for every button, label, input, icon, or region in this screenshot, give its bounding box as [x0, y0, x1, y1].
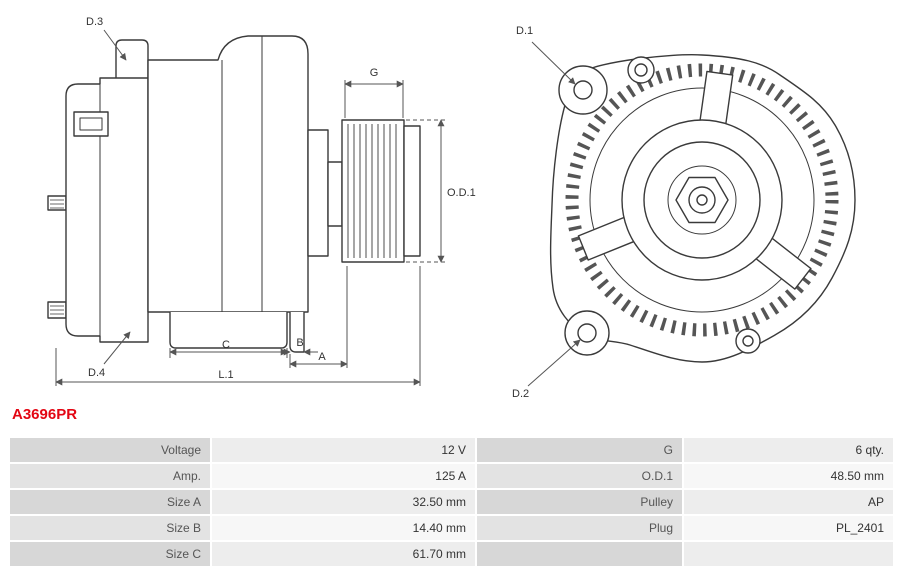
spec-value: 12 V	[212, 438, 475, 462]
spec-value	[684, 542, 893, 566]
spec-value: PL_2401	[684, 516, 893, 540]
alternator-front-view	[549, 54, 856, 363]
spec-value: 32.50 mm	[212, 490, 475, 514]
spec-label: Voltage	[10, 438, 210, 462]
alternator-side-view	[47, 35, 421, 353]
spec-label: Amp.	[10, 464, 210, 488]
rear-cover	[65, 77, 149, 343]
spec-value: 48.50 mm	[684, 464, 893, 488]
spec-value: 125 A	[212, 464, 475, 488]
dim-label-od1: O.D.1	[447, 187, 476, 199]
spec-label: Size A	[10, 490, 210, 514]
pulley	[341, 119, 405, 263]
main-housing	[147, 35, 309, 313]
spec-label: G	[477, 438, 682, 462]
dim-label-l1: L.1	[218, 369, 233, 381]
mount-hole-d1	[573, 80, 593, 100]
spec-label: Size B	[10, 516, 210, 540]
part-number-link[interactable]: A3696PR	[12, 406, 78, 423]
dimension-labels: D.3 G O.D.1 D.4 C B A L.1 D.1 D.2	[86, 16, 533, 400]
mount-ear-top	[115, 39, 149, 78]
dim-label-g: G	[370, 67, 379, 79]
front-arm	[289, 312, 305, 353]
pulley-end-disc	[403, 125, 421, 257]
spec-label: Pulley	[477, 490, 682, 514]
dim-label-a: A	[318, 351, 326, 363]
mount-hole-d2	[577, 323, 597, 343]
dim-label-d2: D.2	[512, 388, 529, 400]
technical-drawing: D.3 G O.D.1 D.4 C B A L.1 D.1 D.2	[47, 16, 856, 400]
dim-label-c: C	[222, 339, 230, 351]
spec-label: O.D.1	[477, 464, 682, 488]
dimension-lines-left	[55, 29, 447, 386]
spec-value: AP	[684, 490, 893, 514]
dim-label-d1: D.1	[516, 25, 533, 37]
dim-label-d4: D.4	[88, 367, 105, 379]
dimension-lines-right	[527, 41, 581, 387]
mounting-foot	[169, 312, 288, 349]
spec-value: 6 qty.	[684, 438, 893, 462]
spec-label	[477, 542, 682, 566]
cooling-fins	[565, 63, 839, 337]
front-hub	[307, 129, 329, 257]
spec-table: Voltage 12 V G 6 qty. Amp. 125 A O.D.1 4…	[10, 438, 893, 566]
spec-label: Size C	[10, 542, 210, 566]
spec-value: 61.70 mm	[212, 542, 475, 566]
shaft	[327, 161, 343, 227]
dim-label-d3: D.3	[86, 16, 103, 28]
spec-value: 14.40 mm	[212, 516, 475, 540]
spec-label: Plug	[477, 516, 682, 540]
dim-label-b: B	[296, 337, 303, 349]
